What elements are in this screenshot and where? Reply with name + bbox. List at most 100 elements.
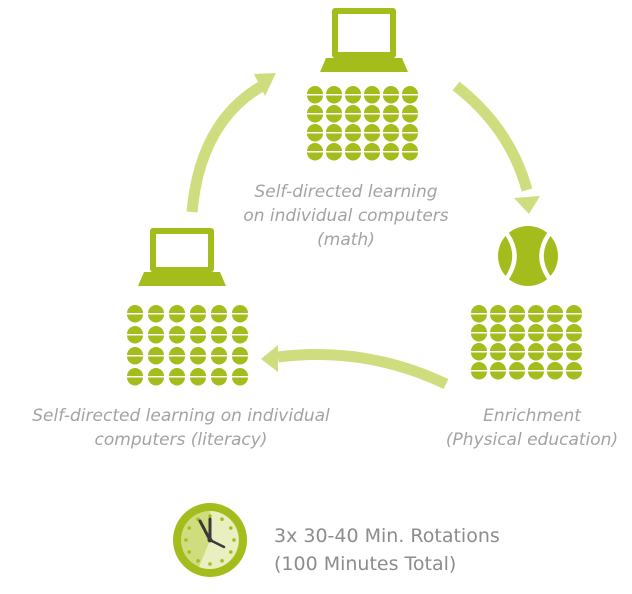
student-dot bbox=[509, 305, 525, 313]
student-dot bbox=[490, 371, 506, 380]
student-dot bbox=[190, 347, 206, 355]
student-dot bbox=[232, 377, 248, 386]
student-dot bbox=[566, 333, 582, 342]
student-dot bbox=[307, 114, 323, 123]
student-group-enrichment bbox=[471, 305, 582, 380]
student-dot bbox=[566, 324, 582, 332]
student-dot bbox=[528, 343, 544, 351]
student-dot bbox=[471, 324, 487, 332]
student-dot bbox=[127, 368, 143, 376]
student-dot bbox=[127, 326, 143, 334]
student-dot bbox=[211, 335, 227, 344]
student-dot bbox=[307, 124, 323, 132]
student-dot bbox=[383, 152, 399, 161]
student-dot bbox=[148, 326, 164, 334]
student-dot bbox=[127, 314, 143, 323]
student-dot bbox=[471, 314, 487, 323]
arrow-literacy-to-math bbox=[186, 81, 265, 213]
student-dot bbox=[402, 124, 418, 132]
student-dot bbox=[402, 152, 418, 161]
student-dot bbox=[509, 371, 525, 380]
student-dot bbox=[127, 347, 143, 355]
clock-tick bbox=[184, 538, 188, 542]
arrow-enrichment-to-literacy bbox=[277, 349, 449, 389]
clock-tick bbox=[187, 526, 191, 530]
laptop-icon bbox=[320, 8, 408, 72]
student-dot bbox=[471, 371, 487, 380]
student-dot bbox=[566, 314, 582, 323]
clock-tick bbox=[229, 550, 233, 554]
student-dot bbox=[169, 335, 185, 344]
student-dot bbox=[547, 314, 563, 323]
student-dot bbox=[509, 352, 525, 361]
station-label-line: on individual computers bbox=[243, 206, 449, 226]
arrowhead-literacy bbox=[261, 345, 278, 372]
student-dot bbox=[471, 362, 487, 370]
clock-icon bbox=[173, 503, 247, 577]
student-dot bbox=[383, 143, 399, 151]
student-dot bbox=[190, 356, 206, 365]
student-dot bbox=[232, 347, 248, 355]
student-dot bbox=[364, 124, 380, 132]
student-dot bbox=[490, 362, 506, 370]
student-dot bbox=[383, 133, 399, 142]
student-dot bbox=[490, 343, 506, 351]
student-dot bbox=[566, 343, 582, 351]
student-dot bbox=[148, 314, 164, 323]
student-dot bbox=[364, 114, 380, 123]
student-dot bbox=[509, 314, 525, 323]
student-dot bbox=[528, 362, 544, 370]
station-label-line: (Physical education) bbox=[445, 430, 619, 450]
student-dot bbox=[383, 105, 399, 113]
student-dot bbox=[364, 95, 380, 104]
student-dot bbox=[169, 356, 185, 365]
student-dot bbox=[190, 377, 206, 386]
student-dot bbox=[148, 356, 164, 365]
student-dot bbox=[169, 377, 185, 386]
station-label-enrichment: Enrichment (Physical education) bbox=[432, 404, 632, 452]
arrowheads bbox=[254, 73, 540, 372]
student-dot bbox=[566, 352, 582, 361]
student-dot bbox=[402, 143, 418, 151]
student-dot bbox=[402, 95, 418, 104]
student-dot bbox=[566, 305, 582, 313]
tennis-ball-icon bbox=[498, 226, 558, 286]
student-dot bbox=[528, 371, 544, 380]
student-dot bbox=[471, 343, 487, 351]
student-dot bbox=[345, 133, 361, 142]
arrow-math-to-enrichment bbox=[452, 81, 533, 192]
clock-tick bbox=[220, 559, 224, 563]
student-dot bbox=[528, 324, 544, 332]
student-dot bbox=[402, 86, 418, 94]
student-dot bbox=[345, 124, 361, 132]
student-dot bbox=[211, 377, 227, 386]
student-dot bbox=[490, 352, 506, 361]
student-dot bbox=[402, 114, 418, 123]
rotation-arrows bbox=[186, 81, 533, 389]
student-dot bbox=[326, 133, 342, 142]
student-dot bbox=[547, 333, 563, 342]
student-dot bbox=[307, 133, 323, 142]
student-dot bbox=[232, 305, 248, 313]
student-dot bbox=[383, 124, 399, 132]
student-dot bbox=[547, 324, 563, 332]
rotation-summary: 3x 30-40 Min. Rotations (100 Minutes Tot… bbox=[274, 522, 500, 578]
student-dot bbox=[383, 86, 399, 94]
student-dot bbox=[509, 333, 525, 342]
student-dot bbox=[490, 333, 506, 342]
student-dot bbox=[148, 377, 164, 386]
student-dot bbox=[345, 114, 361, 123]
student-dot bbox=[345, 105, 361, 113]
student-dot bbox=[148, 305, 164, 313]
station-label-line: Self-directed learning on individual bbox=[32, 406, 330, 426]
student-dot bbox=[528, 305, 544, 313]
student-dot bbox=[211, 368, 227, 376]
student-dot bbox=[307, 95, 323, 104]
student-dot bbox=[190, 335, 206, 344]
student-dot bbox=[148, 335, 164, 344]
student-dot bbox=[211, 356, 227, 365]
student-dot bbox=[547, 352, 563, 361]
student-dot bbox=[547, 371, 563, 380]
student-dot bbox=[232, 314, 248, 323]
